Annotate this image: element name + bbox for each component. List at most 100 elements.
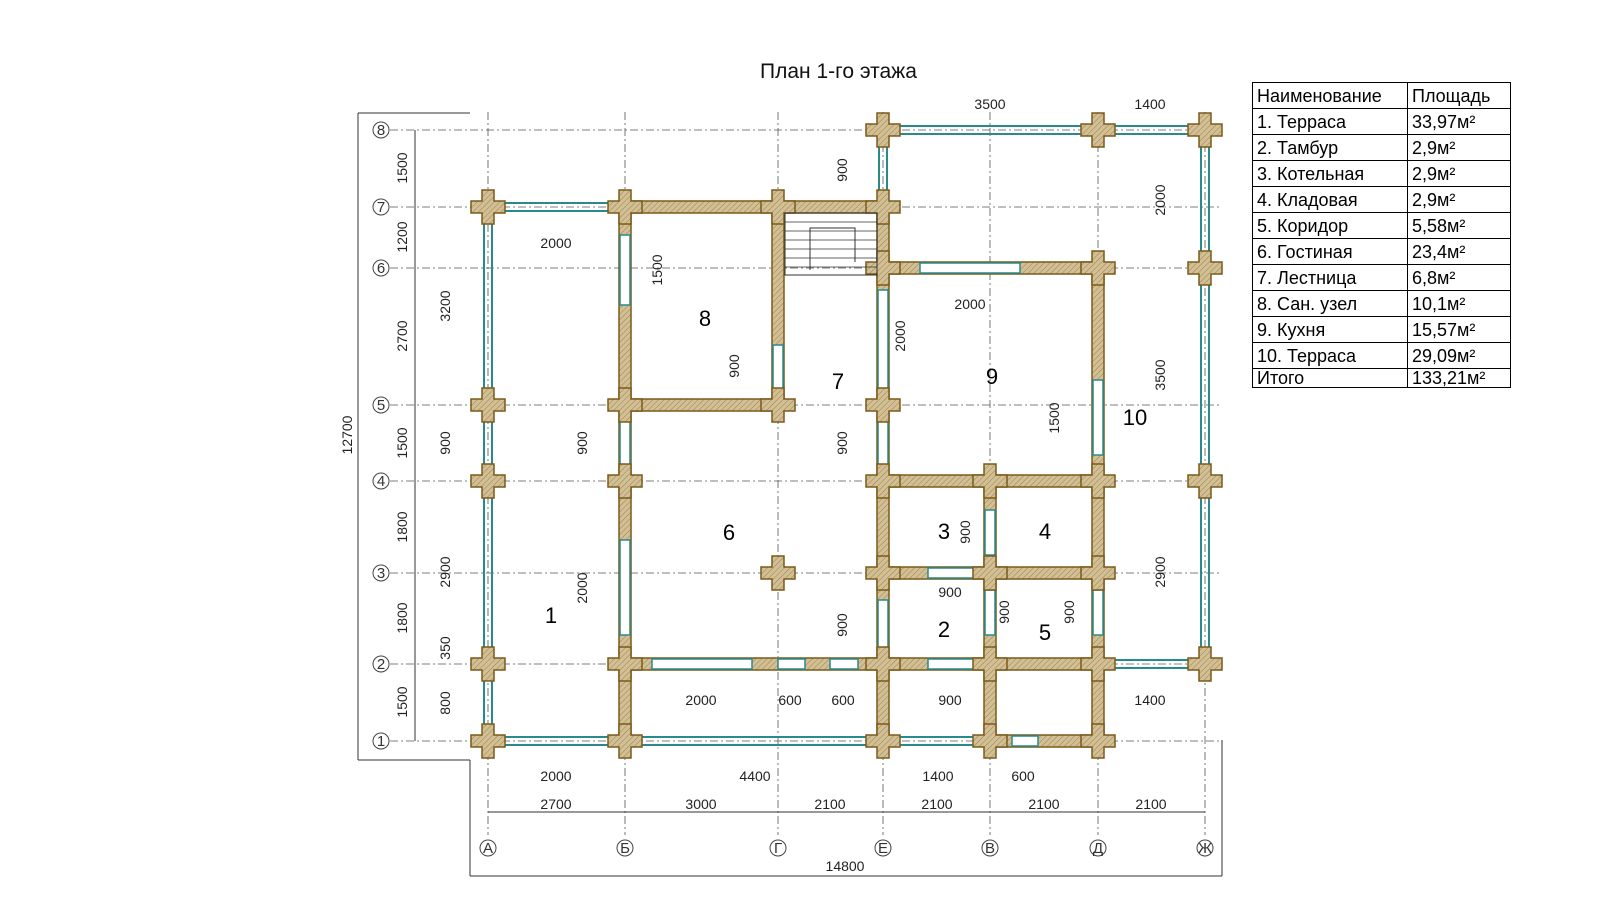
log-corner bbox=[607, 189, 643, 225]
log-corner bbox=[607, 463, 643, 499]
dimension-label: 600 bbox=[831, 692, 855, 708]
total-label: Итого bbox=[1252, 368, 1408, 388]
room-name: 3. Котельная bbox=[1252, 160, 1408, 187]
dimension-label: 2900 bbox=[1152, 556, 1168, 587]
log-corner bbox=[1187, 463, 1223, 499]
room-area: 15,57м² bbox=[1407, 316, 1511, 343]
window bbox=[927, 658, 976, 670]
log-corner bbox=[470, 387, 506, 423]
dimension-label: 2100 bbox=[814, 796, 845, 812]
room-number: 5 bbox=[1039, 620, 1051, 645]
dimension-label: 3500 bbox=[1152, 359, 1168, 390]
dimension-label: 12700 bbox=[339, 415, 355, 454]
log-corner bbox=[1187, 250, 1223, 286]
axis-marker bbox=[372, 396, 390, 414]
room-area: 2,9м² bbox=[1407, 134, 1511, 161]
dimension-label: 1200 bbox=[394, 221, 410, 252]
room-number: 10 bbox=[1123, 405, 1147, 430]
log-corner bbox=[865, 463, 901, 499]
window bbox=[877, 599, 889, 651]
dimension-label: 900 bbox=[437, 431, 453, 455]
log-corner bbox=[607, 723, 643, 759]
axis-label-number: 3 bbox=[377, 565, 385, 582]
room-number: 4 bbox=[1039, 519, 1051, 544]
log-corner bbox=[972, 646, 1008, 682]
room-area: 33,97м² bbox=[1407, 108, 1511, 135]
dimension-label: 1800 bbox=[394, 511, 410, 542]
dimension-label: 14800 bbox=[826, 858, 865, 874]
axis-label-number: 4 bbox=[377, 473, 385, 490]
window bbox=[984, 589, 996, 636]
log-corner bbox=[1187, 112, 1223, 148]
log-corner bbox=[865, 387, 901, 423]
dimension-label: 800 bbox=[437, 691, 453, 715]
room-number: 9 bbox=[986, 364, 998, 389]
axis-marker bbox=[479, 839, 497, 857]
axis-marker bbox=[769, 839, 787, 857]
axis-label-letter: А bbox=[483, 840, 493, 857]
log-corner bbox=[972, 555, 1008, 591]
room-name: 6. Гостиная bbox=[1252, 238, 1408, 265]
room-number: 1 bbox=[545, 603, 557, 628]
dimension-label: 1400 bbox=[1134, 96, 1165, 112]
dimension-label: 1500 bbox=[394, 427, 410, 458]
log-corner bbox=[607, 387, 643, 423]
dimension-label: 2000 bbox=[954, 296, 985, 312]
log-corner bbox=[607, 646, 643, 682]
axis-label-letter: Е bbox=[878, 840, 888, 857]
dimension-label: 350 bbox=[437, 636, 453, 660]
log-corner bbox=[972, 463, 1008, 499]
room-name: 9. Кухня bbox=[1252, 316, 1408, 343]
dimension-label: 900 bbox=[957, 520, 973, 544]
room-name: 8. Сан. узел bbox=[1252, 290, 1408, 317]
wall bbox=[624, 398, 779, 412]
dimension-label: 900 bbox=[938, 692, 962, 708]
axis-label-letter: Д bbox=[1093, 840, 1103, 857]
dimension-label: 900 bbox=[938, 584, 962, 600]
dimension-label: 2700 bbox=[394, 320, 410, 351]
dimension-label: 2000 bbox=[574, 572, 590, 603]
dimension-label: 2900 bbox=[437, 556, 453, 587]
dimension-label: 900 bbox=[834, 613, 850, 637]
dimension-label: 2000 bbox=[540, 235, 571, 251]
dimension-label: 1500 bbox=[649, 254, 665, 285]
dimension-label: 1400 bbox=[1134, 692, 1165, 708]
room-area: 23,4м² bbox=[1407, 238, 1511, 265]
room-name: 2. Тамбур bbox=[1252, 134, 1408, 161]
log-corner bbox=[1080, 646, 1116, 682]
dimension-label: 3000 bbox=[685, 796, 716, 812]
log-corner bbox=[1187, 646, 1223, 682]
dimension-label: 900 bbox=[834, 158, 850, 182]
dimension-label: 2000 bbox=[685, 692, 716, 708]
room-area: 10,1м² bbox=[1407, 290, 1511, 317]
dimension-label: 1500 bbox=[1046, 402, 1062, 433]
dimension-label: 2000 bbox=[1152, 184, 1168, 215]
wall bbox=[624, 200, 884, 214]
axis-marker bbox=[372, 732, 390, 750]
room-area: 5,58м² bbox=[1407, 212, 1511, 239]
dimension-label: 3500 bbox=[974, 96, 1005, 112]
room-name: 5. Коридор bbox=[1252, 212, 1408, 239]
log-corner bbox=[470, 463, 506, 499]
window bbox=[877, 419, 889, 466]
log-corner bbox=[865, 189, 901, 225]
dimension-label: 2000 bbox=[892, 320, 908, 351]
dimension-label: 1500 bbox=[394, 152, 410, 183]
dimension-label: 900 bbox=[574, 431, 590, 455]
axis-label-letter: Б bbox=[620, 840, 630, 857]
dimension-label: 600 bbox=[778, 692, 802, 708]
axis-marker bbox=[1196, 839, 1214, 857]
axis-label-number: 1 bbox=[377, 733, 385, 750]
dimension-label: 2100 bbox=[1135, 796, 1166, 812]
window bbox=[927, 567, 976, 579]
room-number: 2 bbox=[938, 617, 950, 642]
room-area: 2,9м² bbox=[1407, 186, 1511, 213]
window bbox=[877, 289, 889, 391]
